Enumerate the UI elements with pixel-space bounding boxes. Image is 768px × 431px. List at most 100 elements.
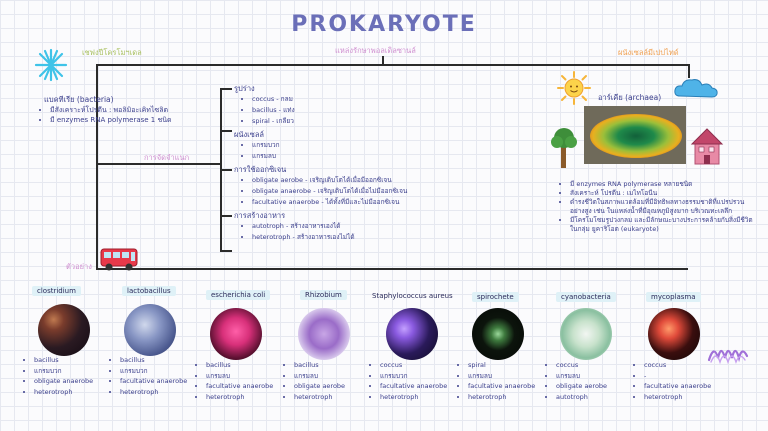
branch-label: การจัดจำแนก	[144, 153, 190, 162]
example-item: heterotroph	[644, 392, 711, 403]
house-icon	[690, 128, 724, 165]
classification-group-shape: รูปร่าง coccus - กลม bacillus - แท่ง spi…	[234, 83, 434, 127]
archaea-item: มี enzymes RNA polymerase หลายชนิด	[570, 180, 755, 189]
cloud-icon	[674, 79, 718, 98]
top-left-label: เชฟงปีโครโมฯเดล	[82, 48, 142, 57]
archaea-title: อาร์เคีย (archaea)	[598, 93, 662, 102]
example-list: bacillus แกรมลบ obligate aerobe heterotr…	[284, 360, 345, 402]
example-item: bacillus	[294, 360, 345, 371]
example-item: bacillus	[120, 355, 187, 366]
classification-head: ผนังเซลล์	[234, 130, 265, 139]
example-item: autotroph	[556, 392, 607, 403]
example-tag: cyanobacteria	[556, 292, 616, 302]
example-item: heterotroph	[380, 392, 447, 403]
classification-item: spiral - เกลียว	[252, 116, 434, 127]
example-item: heterotroph	[34, 387, 93, 398]
classification-item: autotroph - สร้างอาหารเองได้	[252, 221, 434, 232]
archaea-item: มีโครโมโซมรูปวงกลม และมีลักษณะบางประการค…	[570, 216, 755, 234]
classification-head: การใช้ออกซิเจน	[234, 165, 287, 174]
example-item: obligate aerobe	[556, 381, 607, 392]
classification-item: แกรมลบ	[252, 151, 434, 162]
example-item: แกรมบวก	[34, 366, 93, 377]
example-item: facultative anaerobe	[468, 381, 535, 392]
example-item: coccus	[556, 360, 607, 371]
example-item: coccus	[644, 360, 711, 371]
top-horizontal-line	[96, 64, 688, 66]
classification-group-wall: ผนังเซลล์ แกรมบวก แกรมลบ	[234, 129, 434, 162]
example-item: แกรมบวก	[120, 366, 187, 377]
example-item: coccus	[380, 360, 447, 371]
archaea-item: ดำรงชีวิตในสภาพแวดล้อมที่มีอิทธิพลทางธรร…	[570, 198, 755, 216]
example-item: แกรมบวก	[380, 371, 447, 382]
example-item: bacillus	[206, 360, 273, 371]
example-list: bacillus แกรมลบ facultative anaerobe het…	[196, 360, 273, 402]
example-list: bacillus แกรมบวก facultative anaerobe he…	[110, 355, 187, 397]
example-tag: Rhizobium	[300, 290, 347, 300]
archaea-block: มี enzymes RNA polymerase หลายชนิด สังเค…	[560, 180, 755, 234]
classification-item: แกรมบวก	[252, 140, 434, 151]
classification-tick-4	[220, 215, 232, 217]
classification-item: coccus - กลม	[252, 94, 434, 105]
right-vertical-line	[688, 64, 690, 78]
classification-group-food: การสร้างอาหาร autotroph - สร้างอาหารเองไ…	[234, 210, 434, 243]
classification-head: การสร้างอาหาร	[234, 211, 286, 220]
example-item: facultative anaerobe	[380, 381, 447, 392]
lactobacillus-image	[124, 304, 176, 356]
center-vertical-line	[382, 56, 384, 65]
example-item: obligate aerobe	[294, 381, 345, 392]
archaea-hot-spring-image	[584, 106, 686, 164]
bacteria-item: มี enzymes RNA polymerase 1 ชนิด	[50, 115, 220, 125]
example-item: facultative anaerobe	[120, 376, 187, 387]
top-center-label: แหล่งรักษาพอลเดิลซานล์	[335, 46, 416, 55]
left-vertical-line	[96, 64, 98, 269]
classification-item: heterotroph - สร้างอาหารเองไม่ได้	[252, 232, 434, 243]
classification-tick-1	[220, 88, 232, 90]
example-tag: lactobacillus	[122, 286, 176, 296]
classification-item: facultative anaerobe - ได้ทั้งที่มีและไม…	[252, 197, 434, 208]
example-tag: clostridium	[32, 286, 81, 296]
example-item: heterotroph	[206, 392, 273, 403]
example-item: แกรมลบ	[206, 371, 273, 382]
example-tag: mycoplasma	[646, 292, 701, 302]
classification-group-oxygen: การใช้ออกซิเจน obligate aerobe - เจริญเต…	[234, 164, 434, 208]
example-list: coccus แกรมลบ obligate aerobe autotroph	[546, 360, 607, 402]
bus-icon	[100, 248, 138, 271]
classification-block: รูปร่าง coccus - กลม bacillus - แท่ง spi…	[234, 83, 434, 243]
archaea-item: สังเคราะห์ โปรตีน : เมไทโอนีน	[570, 189, 755, 198]
example-tag: escherichia coli	[206, 290, 271, 300]
clostridium-image	[38, 304, 90, 356]
example-list: coccus - facultative anaerobe heterotrop…	[634, 360, 711, 402]
classification-tick-2	[220, 130, 232, 132]
example-item: obligate anaerobe	[34, 376, 93, 387]
bacteria-title: แบคทีเรีย (bacteria)	[44, 95, 114, 104]
bottom-left-label: ตัวอย่าง	[66, 262, 92, 271]
example-item: facultative anaerobe	[644, 381, 711, 392]
bacteria-item: มีสังเคราะห์โปรตีน : พอลิมิอะเคิทไซลิต	[50, 105, 220, 115]
branch-line	[96, 163, 220, 165]
example-item: bacillus	[34, 355, 93, 366]
example-item: heterotroph	[468, 392, 535, 403]
classification-tick-5	[220, 250, 232, 252]
example-list: bacillus แกรมบวก obligate anaerobe heter…	[24, 355, 93, 397]
rhizobium-image	[298, 308, 350, 360]
classification-item: obligate aerobe - เจริญเติบโตได้เมื่อมีอ…	[252, 175, 434, 186]
sparkle-icon	[34, 48, 68, 82]
example-tag: Staphylococcus aureus	[372, 292, 453, 300]
bacteria-block: แบคทีเรีย (bacteria) มีสังเคราะห์โปรตีน …	[40, 95, 220, 125]
mycoplasma-image	[648, 308, 700, 360]
classification-item: bacillus - แท่ง	[252, 105, 434, 116]
example-item: แกรมลบ	[294, 371, 345, 382]
example-item: facultative anaerobe	[206, 381, 273, 392]
cyanobacteria-image	[560, 308, 612, 360]
example-item: แกรมลบ	[468, 371, 535, 382]
tree-icon	[551, 128, 577, 168]
escherichia-coli-image	[210, 308, 262, 360]
example-item: -	[644, 371, 711, 382]
example-item: spiral	[468, 360, 535, 371]
bottom-horizontal-line	[96, 268, 688, 270]
sun-icon	[557, 71, 591, 105]
top-right-label: ผนังเซลล์มีเปปไทด์	[618, 48, 679, 57]
staphylococcus-aureus-image	[386, 308, 438, 360]
example-list: spiral แกรมลบ facultative anaerobe heter…	[458, 360, 535, 402]
page-title: PROKARYOTE	[291, 12, 477, 37]
